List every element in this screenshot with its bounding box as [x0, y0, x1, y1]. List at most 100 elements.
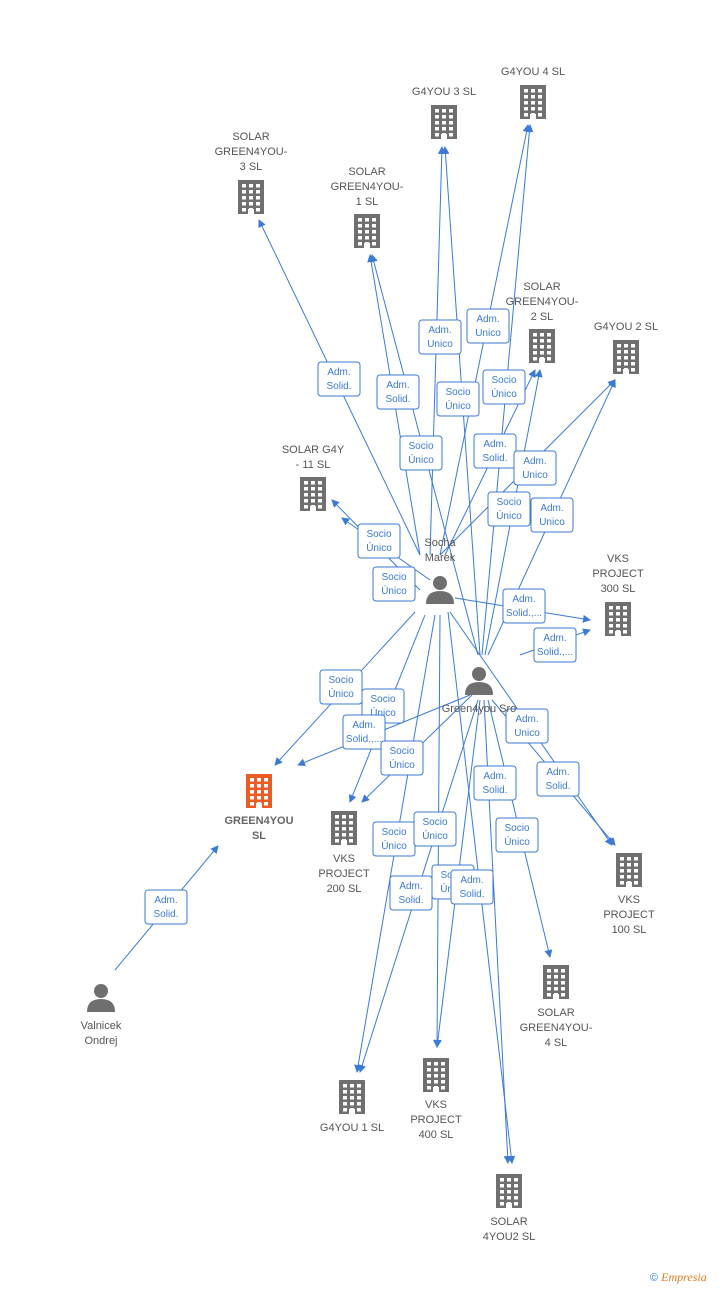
node-solar4[interactable]: SOLAR GREEN4YOU- 4 SL [520, 965, 593, 1049]
edge-label-text: Adm. [523, 456, 546, 467]
edge-label-text: Único [389, 758, 415, 771]
edge-label-text: Adm. [386, 380, 409, 391]
edge-label-text: Adm. [546, 767, 569, 778]
edge-label-text: Solid. [545, 781, 570, 792]
edge-label-box: Adm. Unico [466, 308, 510, 344]
building-icon [423, 1058, 449, 1092]
node-label: SOLAR [232, 131, 269, 143]
edge-label-text: Socio [504, 823, 529, 834]
edge-label-box: Adm.Solid. [144, 889, 188, 925]
node-label: G4YOU 4 SL [501, 66, 565, 78]
node-label: PROJECT [592, 568, 644, 580]
person-icon [87, 984, 115, 1012]
edge-label-text: Adm. [476, 314, 499, 325]
node-label: GREEN4YOU- [520, 1022, 593, 1034]
node-label: SOLAR [537, 1007, 574, 1019]
edge-label-text: Adm. [460, 875, 483, 886]
edge-label-text: Socio [445, 387, 470, 398]
edge-label-text: Único [366, 541, 392, 554]
brand-logo: Empresia [661, 1270, 707, 1284]
edge-label-text: Unico [475, 328, 501, 339]
building-icon [496, 1174, 522, 1208]
node-label: PROJECT [318, 868, 370, 880]
building-icon [616, 853, 642, 887]
node-label: 4 SL [545, 1037, 568, 1049]
edge-label-text: Socio [496, 497, 521, 508]
node-g4you3[interactable]: G4YOU 3 SL [412, 86, 476, 139]
node-solar3[interactable]: SOLAR GREEN4YOU- 3 SL [215, 131, 288, 214]
edge-label-text: Socio [422, 817, 447, 828]
edge-label-box: Adm.Solid. [473, 765, 517, 801]
edge-label-text: Socio [366, 529, 391, 540]
edge-label-text: Socio [328, 675, 353, 686]
node-g4you4[interactable]: G4YOU 4 SL [501, 66, 565, 119]
edge-label-text: Único [491, 387, 517, 400]
node-label: 2 SL [531, 311, 554, 323]
edge-label-box: Adm.Solid. [376, 374, 420, 410]
building-icon [605, 602, 631, 636]
node-label: 200 SL [327, 883, 362, 895]
node-label: 300 SL [601, 583, 636, 595]
building-icon [543, 965, 569, 999]
edge-label-text: Solid. [153, 909, 178, 920]
building-icon [331, 811, 357, 845]
edge-label-text: Socio [389, 746, 414, 757]
building-icon [246, 774, 272, 808]
node-label: 100 SL [612, 924, 647, 936]
edge-label-text: Unico [539, 517, 565, 528]
edge-label-box: Adm.Solid. [450, 869, 494, 905]
person-icon [426, 576, 454, 604]
edge-label-text: Solid.,... [506, 608, 542, 619]
edge-label-text: Adm. [352, 720, 375, 731]
node-label: PROJECT [410, 1114, 462, 1126]
node-g4you1[interactable]: G4YOU 1 SL [320, 1080, 384, 1134]
edge-labels-layer: Adm.Solid.Adm.Solid.Adm.UnicoAdm.UnicoSo… [144, 308, 580, 925]
node-label: GREEN4YOU- [506, 296, 579, 308]
node-label: Socha [424, 537, 456, 549]
edge-label-box: Adm.Solid. [389, 875, 433, 911]
node-g4you2[interactable]: G4YOU 2 SL [594, 321, 658, 374]
edge-label-text: Adm. [428, 325, 451, 336]
node-solarg4y[interactable]: SOLAR G4Y- 11 SL [282, 444, 345, 511]
node-label: GREEN4YOU [224, 815, 293, 827]
edge-label-text: Adm. [543, 633, 566, 644]
building-icon [613, 340, 639, 374]
node-label: GREEN4YOU- [215, 146, 288, 158]
edge-label-text: Socio [491, 375, 516, 386]
edge-label-text: Solid. [482, 785, 507, 796]
node-label: Ondrej [84, 1035, 117, 1047]
edge-label-box: Adm.Solid.,... [502, 588, 546, 624]
node-label: G4YOU 3 SL [412, 86, 476, 98]
building-icon [529, 329, 555, 363]
edge-label-text: Único [445, 399, 471, 412]
copyright-symbol: © [650, 1272, 659, 1284]
edge-label-text: Adm. [399, 881, 422, 892]
building-icon [339, 1080, 365, 1114]
node-green4yousro[interactable]: Green4you Sro [442, 667, 517, 715]
person-icon [465, 667, 493, 695]
node-label: 3 SL [240, 161, 263, 173]
node-label: PROJECT [603, 909, 655, 921]
node-label: SOLAR [348, 166, 385, 178]
edge-label-text: Adm. [327, 367, 350, 378]
node-label: Green4you Sro [442, 703, 517, 715]
